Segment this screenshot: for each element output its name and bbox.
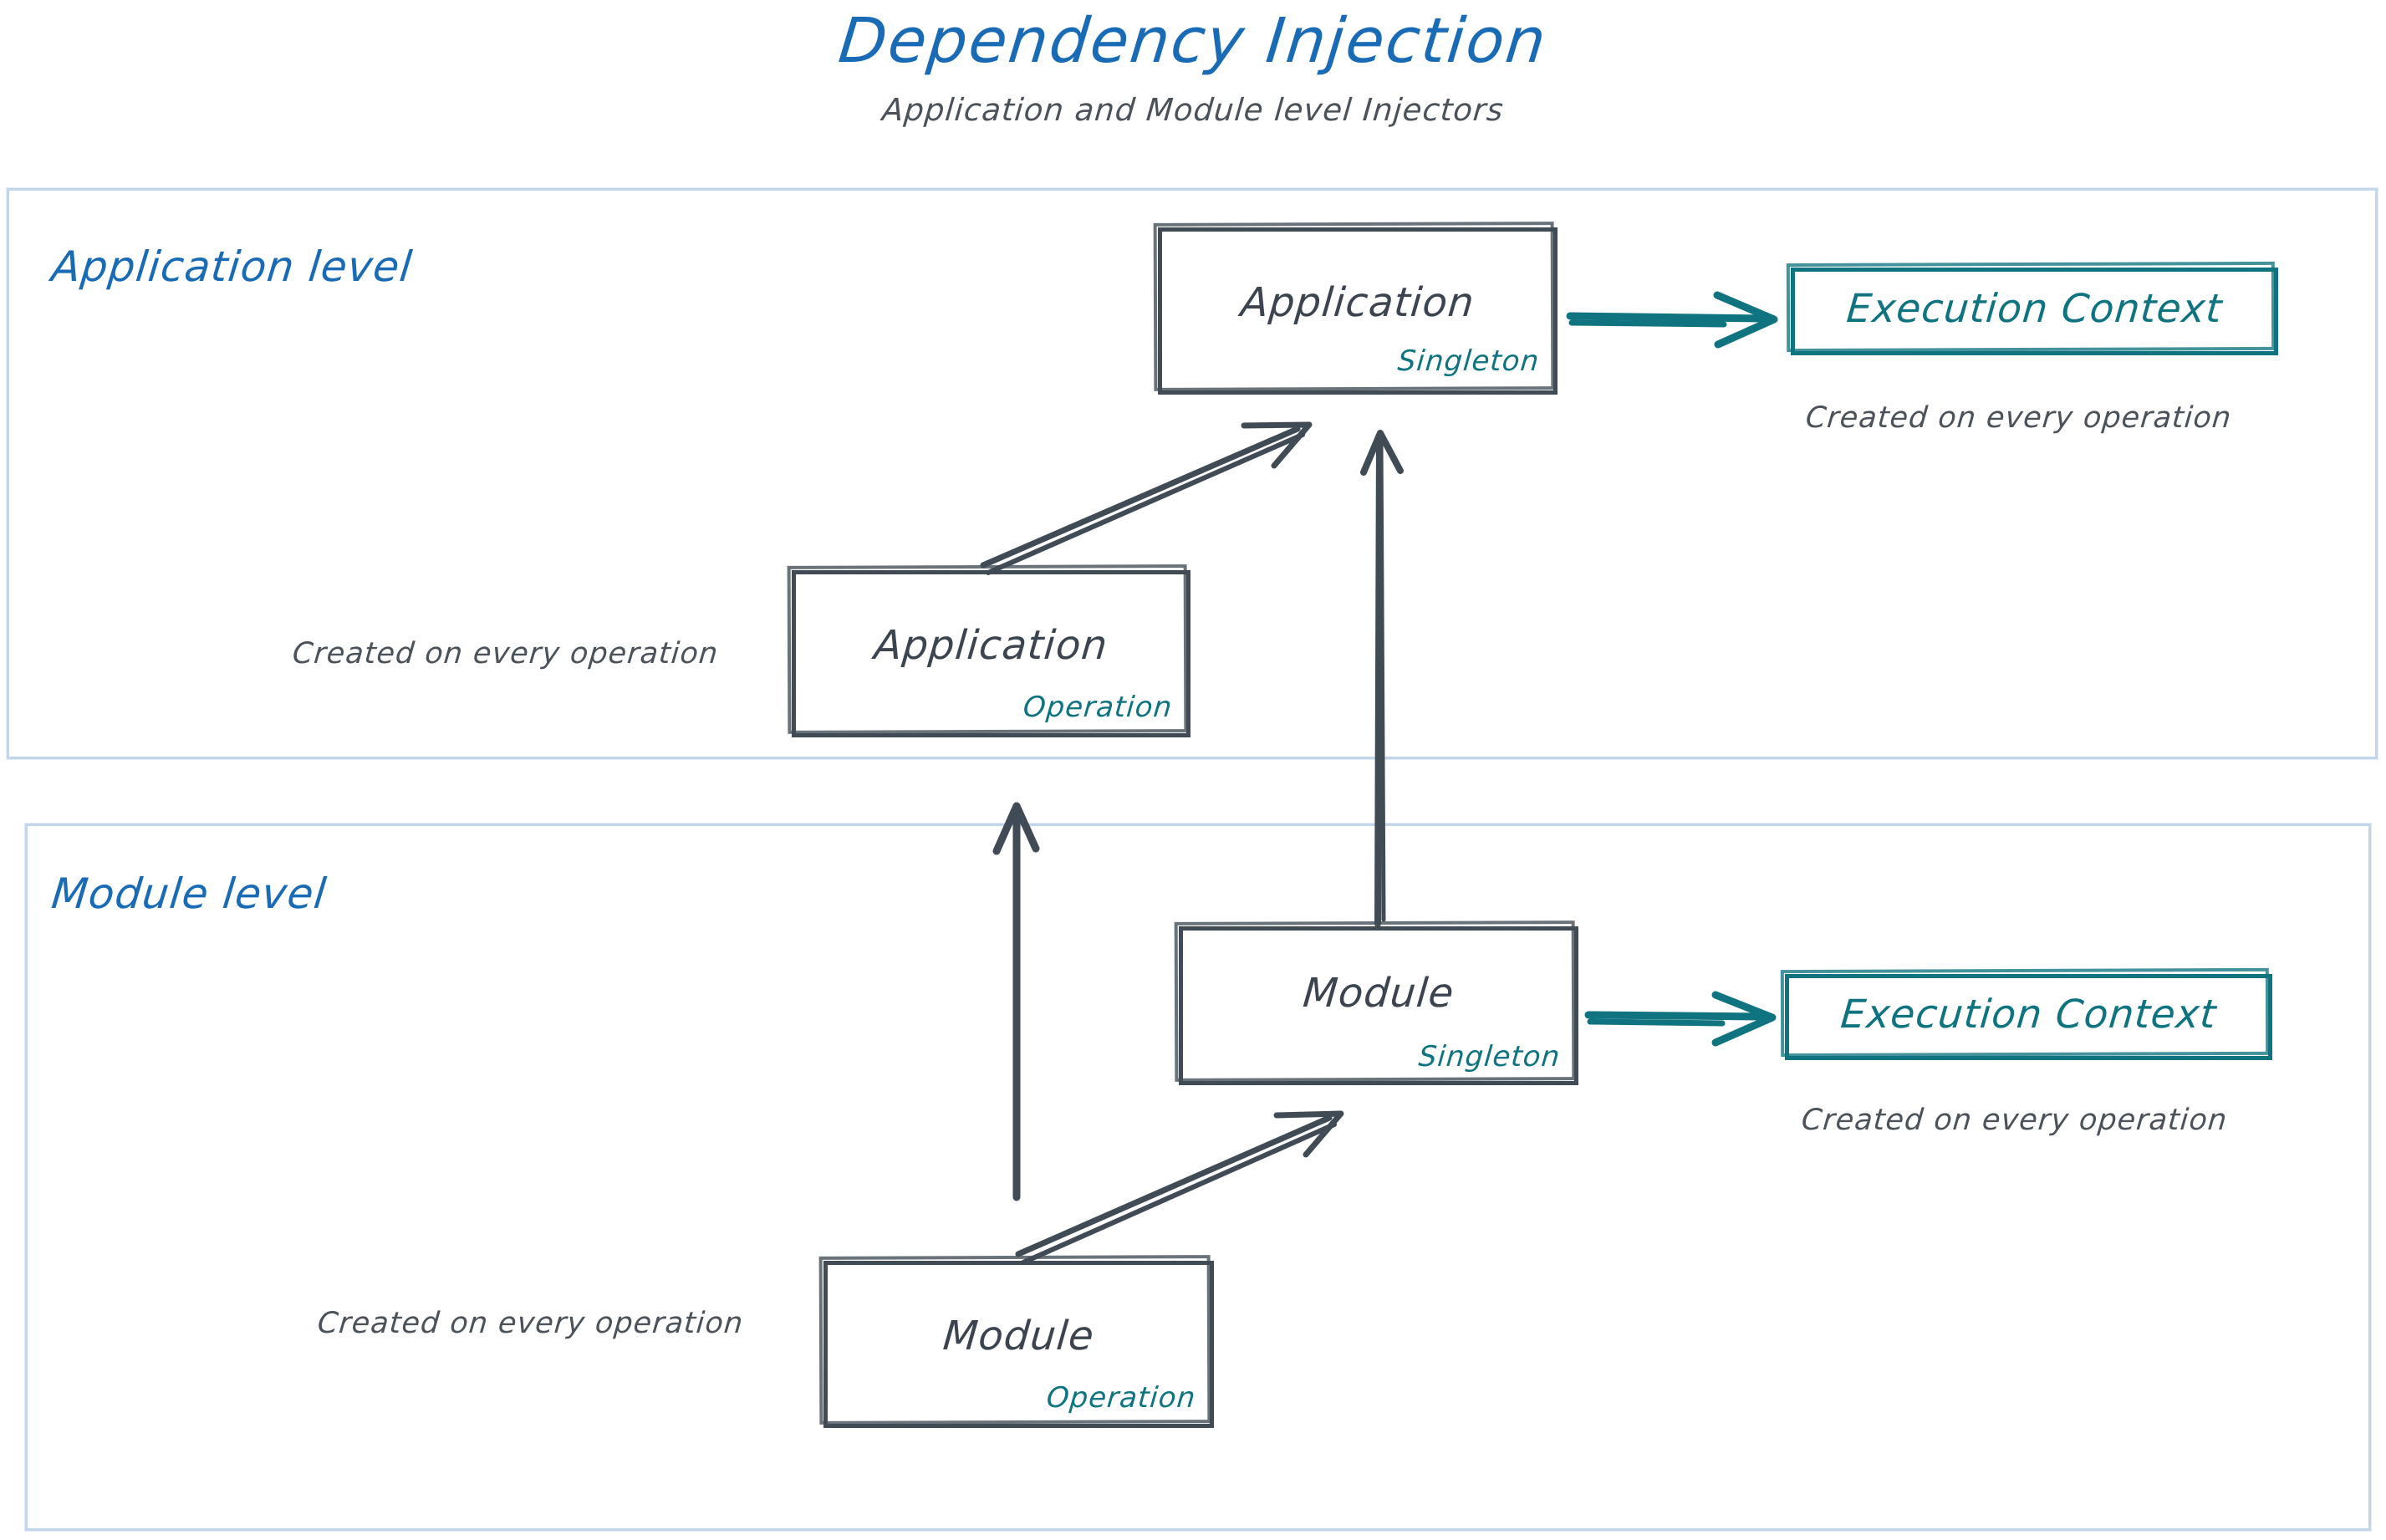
node-scope-badge: Operation — [1045, 1381, 1197, 1415]
node-execution-context-application[interactable]: Execution Context — [1786, 261, 2278, 355]
annotation-exec-context-module: Created on every operation — [1800, 1104, 2229, 1137]
title-block: Dependency Injection Application and Mod… — [0, 0, 2386, 128]
node-application-singleton[interactable]: Application Singleton — [1153, 222, 1558, 395]
application-level-label: Application level — [48, 242, 416, 291]
node-application-operation[interactable]: Application Operation — [787, 564, 1190, 737]
node-module-operation[interactable]: Module Operation — [818, 1255, 1214, 1428]
node-scope-badge: Singleton — [1417, 1040, 1562, 1073]
node-frame — [1785, 974, 2272, 1060]
node-scope-badge: Singleton — [1396, 344, 1541, 378]
node-module-singleton[interactable]: Module Singleton — [1174, 920, 1578, 1085]
module-level-label: Module level — [48, 869, 329, 918]
application-level-panel — [7, 188, 2378, 759]
node-title: Application — [872, 622, 1110, 669]
node-frame — [1158, 227, 1558, 395]
node-title: Execution Context — [1844, 286, 2225, 332]
node-frame — [792, 570, 1190, 737]
page-subtitle: Application and Module level Injectors — [880, 92, 1506, 128]
node-scope-badge: Operation — [1022, 691, 1174, 724]
node-execution-context-module[interactable]: Execution Context — [1780, 967, 2272, 1060]
node-frame — [1791, 268, 2278, 355]
annotation-application-operation: Created on every operation — [291, 637, 720, 671]
node-frame — [823, 1261, 1214, 1428]
node-title: Application — [1238, 279, 1477, 326]
node-title: Module — [941, 1313, 1097, 1359]
node-frame — [1179, 926, 1578, 1085]
module-level-panel — [25, 824, 2371, 1531]
annotation-exec-context-application: Created on every operation — [1804, 401, 2233, 435]
node-title: Module — [1301, 970, 1456, 1017]
annotation-module-operation: Created on every operation — [316, 1307, 745, 1340]
page-title: Dependency Injection — [835, 5, 1551, 77]
node-title: Execution Context — [1838, 992, 2219, 1038]
